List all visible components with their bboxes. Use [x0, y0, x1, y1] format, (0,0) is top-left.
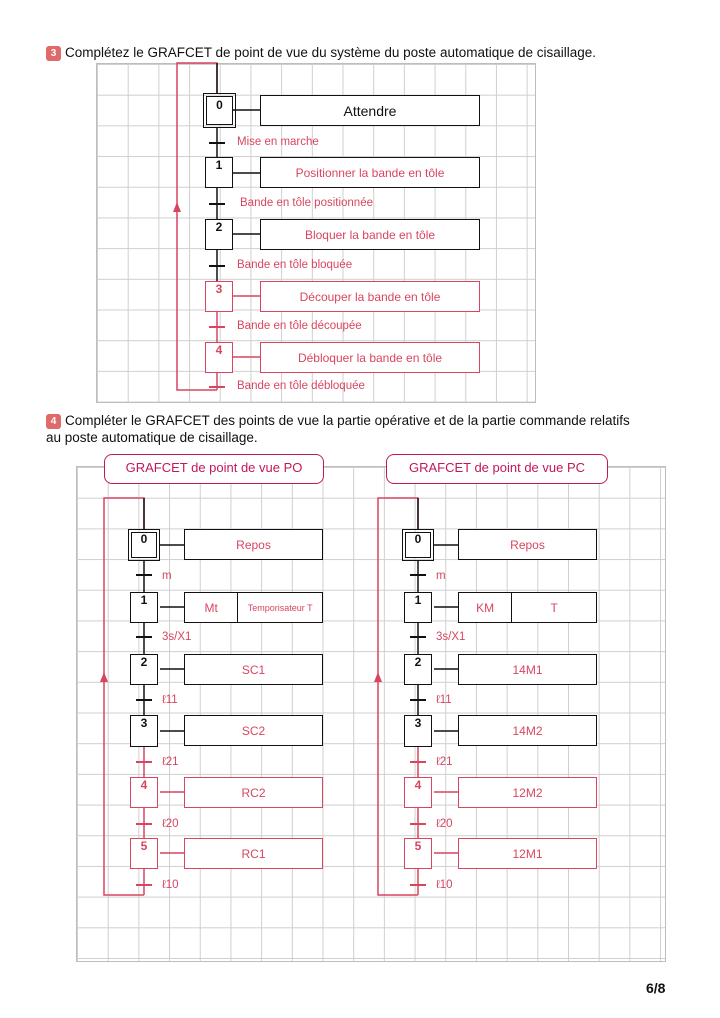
pc-step-2: 2 — [404, 654, 432, 685]
po-transition-1: 3s/X1 — [162, 631, 192, 643]
po-step-3: 3 — [130, 715, 158, 747]
question-number-badge: 4 — [46, 414, 61, 429]
q3-transition-4: Bande en tôle débloquée — [237, 380, 365, 392]
pc-transition-5: ℓ10 — [436, 879, 453, 891]
po-step-4: 4 — [130, 777, 158, 808]
q3-action-3: Découper la bande en tôle — [260, 281, 480, 312]
q3-transition-2: Bande en tôle bloquée — [237, 259, 353, 271]
q3-step-4: 4 — [205, 342, 233, 373]
pc-transition-3: ℓ21 — [436, 756, 453, 768]
po-action-4: RC2 — [184, 777, 323, 808]
q3-transition-0: Mise en marche — [237, 136, 319, 148]
po-action-1-cell-b: Temporisateur T — [237, 593, 322, 622]
po-step-5: 5 — [130, 838, 158, 869]
question-4: 4 Compléter le GRAFCET des points de vue … — [46, 412, 630, 446]
po-action-0: Repos — [184, 529, 323, 560]
pc-action-1: KM T — [458, 592, 597, 623]
question-4-text-line1: Compléter le GRAFCET des points de vue l… — [65, 413, 630, 428]
po-header: GRAFCET de point de vue PO — [104, 454, 324, 484]
q3-transition-1: Bande en tôle positionnée — [240, 197, 373, 209]
q3-step-0: 0 — [203, 93, 236, 128]
po-step-0: 0 — [128, 529, 160, 561]
question-4-text-line2: au poste automatique de cisaillage. — [46, 430, 258, 445]
q3-transition-3: Bande en tôle découpée — [237, 320, 362, 332]
pc-step-5: 5 — [404, 838, 432, 869]
po-transition-3: ℓ21 — [162, 756, 179, 768]
q3-action-2: Bloquer la bande en tôle — [260, 219, 480, 250]
question-number-badge: 3 — [46, 46, 61, 61]
po-action-3: SC2 — [184, 715, 323, 746]
q3-action-1: Positionner la bande en tôle — [260, 157, 480, 188]
po-action-1-cell-a: Mt — [204, 600, 218, 615]
question-3: 3 Complétez le GRAFCET de point de vue du… — [46, 44, 596, 61]
pc-transition-2: ℓ11 — [436, 694, 452, 706]
q3-action-0: Attendre — [260, 95, 480, 126]
q3-step-1: 1 — [205, 157, 233, 188]
po-action-5: RC1 — [184, 838, 323, 869]
pc-header: GRAFCET de point de vue PC — [386, 454, 608, 484]
pc-action-2: 14M1 — [458, 654, 597, 685]
pc-step-4: 4 — [404, 777, 432, 808]
po-action-2: SC1 — [184, 654, 323, 685]
pc-action-5: 12M1 — [458, 838, 597, 869]
pc-action-4: 12M2 — [458, 777, 597, 808]
po-step-1: 1 — [130, 592, 158, 623]
q3-step-2: 2 — [205, 219, 233, 250]
po-transition-4: ℓ20 — [162, 818, 179, 830]
po-transition-5: ℓ10 — [162, 879, 179, 891]
pc-action-0: Repos — [458, 529, 597, 560]
po-transition-0: m — [162, 570, 172, 582]
po-step-2: 2 — [130, 654, 158, 685]
pc-step-3: 3 — [404, 715, 432, 747]
q3-action-4: Débloquer la bande en tôle — [260, 342, 480, 373]
page-number: 6/8 — [646, 980, 666, 996]
pc-transition-4: ℓ20 — [436, 818, 453, 830]
pc-action-1-cell-b: T — [511, 593, 596, 622]
question-3-text: Complétez le GRAFCET de point de vue du … — [65, 45, 597, 60]
pc-step-1: 1 — [404, 592, 432, 623]
po-action-1: Mt Temporisateur T — [184, 592, 323, 623]
pc-action-1-cell-a: KM — [476, 600, 495, 615]
pc-step-0: 0 — [402, 529, 434, 561]
q3-step-3: 3 — [205, 281, 233, 312]
pc-transition-1: 3s/X1 — [436, 631, 466, 643]
pc-transition-0: m — [436, 570, 446, 582]
po-transition-2: ℓ11 — [162, 694, 178, 706]
pc-action-3: 14M2 — [458, 715, 597, 746]
